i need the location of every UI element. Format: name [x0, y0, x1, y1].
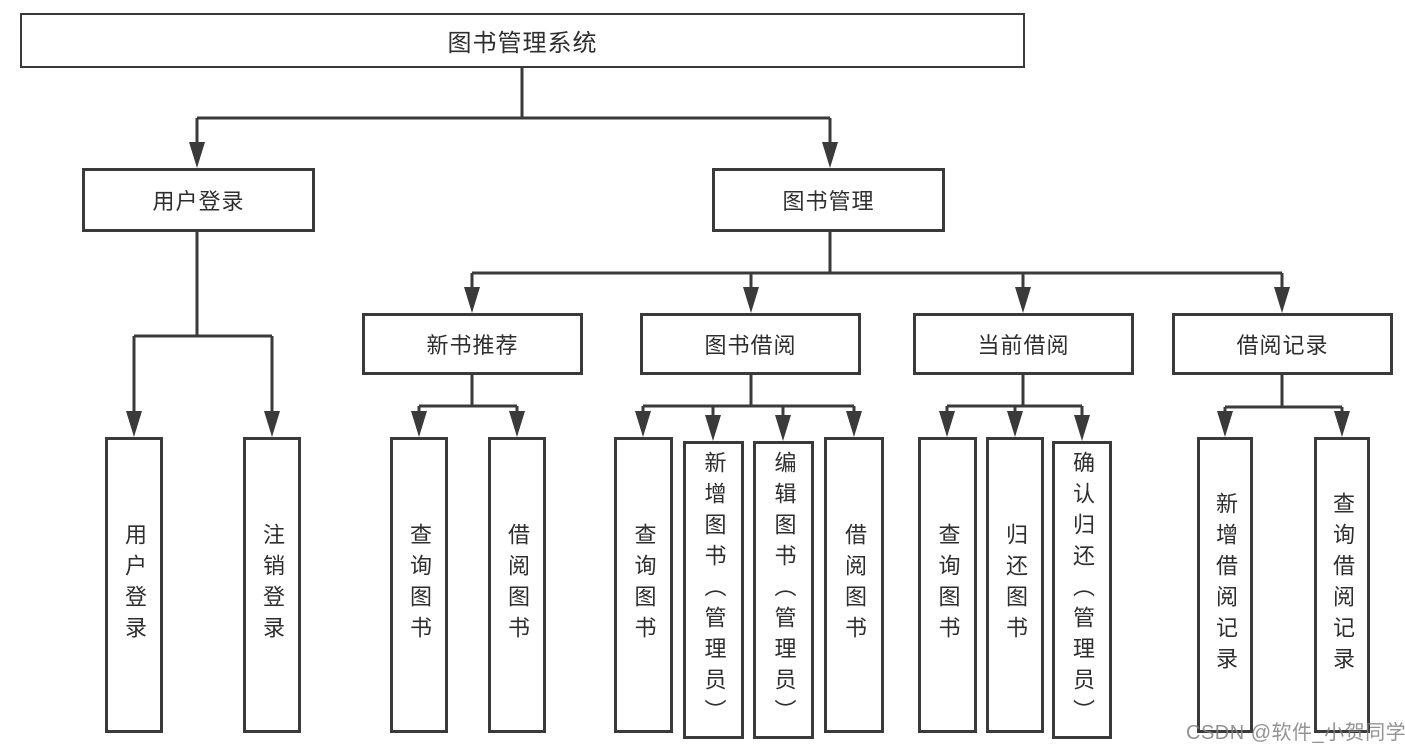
leaf-label: 确认归还（管理员） [1070, 450, 1095, 730]
leaf-edit-books-admin: 编辑图书（管理员） [753, 441, 814, 739]
leaf-label: 借阅图书 [842, 523, 867, 647]
leaf-label: 编辑图书（管理员） [771, 450, 797, 730]
leaf-add-books-admin: 新增图书（管理员） [683, 441, 744, 739]
node-borrowing-records: 借阅记录 [1172, 313, 1393, 375]
leaf-label: 查询图书 [631, 523, 657, 647]
leaf-label: 查询图书 [935, 523, 961, 647]
leaf-borrow-books: 借阅图书 [488, 437, 546, 733]
node-label: 借阅记录 [1236, 333, 1329, 358]
arrow-down-icon [1015, 287, 1031, 313]
leaf-return-books: 归还图书 [986, 437, 1044, 733]
node-current-borrowing: 当前借阅 [913, 313, 1134, 375]
arrow-down-icon [509, 411, 525, 437]
arrow-down-icon [1007, 411, 1023, 437]
leaf-logout: 注销登录 [243, 437, 301, 733]
leaf-borrow-books: 借阅图书 [824, 437, 884, 733]
node-library-management-system: 图书管理系统 [20, 13, 1025, 68]
node-label: 图书管理 [782, 189, 875, 214]
leaf-query-books: 查询图书 [390, 437, 448, 733]
leaf-label: 查询图书 [407, 523, 432, 647]
arrow-down-icon [846, 411, 862, 437]
connector-lines [132, 68, 1344, 419]
leaf-confirm-return-admin: 确认归还（管理员） [1052, 441, 1112, 739]
leaf-label: 借阅图书 [505, 523, 530, 647]
leaf-query-borrow-record: 查询借阅记录 [1314, 437, 1370, 733]
arrow-down-icon [464, 287, 480, 313]
arrow-down-icon [411, 411, 427, 437]
leaf-label: 注销登录 [260, 523, 285, 647]
leaf-label: 新增图书（管理员） [701, 450, 727, 730]
arrow-down-icon [264, 411, 280, 437]
leaf-add-borrow-record: 新增借阅记录 [1197, 437, 1253, 733]
node-label: 新书推荐 [426, 333, 519, 358]
node-book-management: 图书管理 [712, 168, 945, 232]
node-user-login: 用户登录 [82, 168, 315, 232]
arrow-down-icon [1334, 411, 1350, 437]
arrowheads [126, 142, 1350, 441]
arrow-down-icon [635, 411, 651, 437]
arrow-down-icon [1274, 287, 1290, 313]
leaf-label: 用户登录 [122, 523, 147, 647]
watermark: CSDN @软件_小贺同学 [1186, 722, 1405, 744]
node-label: 当前借阅 [977, 333, 1070, 358]
arrow-down-icon [822, 142, 838, 168]
arrow-down-icon [939, 411, 955, 437]
arrow-down-icon [189, 142, 205, 168]
arrow-down-icon [1074, 415, 1090, 441]
arrow-down-icon [775, 415, 791, 441]
node-label: 用户登录 [152, 189, 245, 214]
arrow-down-icon [743, 287, 759, 313]
leaf-label: 归还图书 [1003, 523, 1028, 647]
arrow-down-icon [126, 411, 142, 437]
leaf-query-books: 查询图书 [614, 437, 673, 733]
node-new-book-recommendation: 新书推荐 [362, 313, 583, 375]
leaf-query-books: 查询图书 [918, 437, 977, 733]
arrow-down-icon [705, 415, 721, 441]
leaf-label: 查询借阅记录 [1330, 492, 1355, 678]
node-label: 图书借阅 [704, 333, 797, 358]
leaf-label: 新增借阅记录 [1213, 492, 1238, 678]
arrow-down-icon [1217, 411, 1233, 437]
node-label: 图书管理系统 [447, 30, 598, 57]
leaf-user-login: 用户登录 [105, 437, 163, 733]
node-book-borrowing: 图书借阅 [640, 313, 861, 375]
